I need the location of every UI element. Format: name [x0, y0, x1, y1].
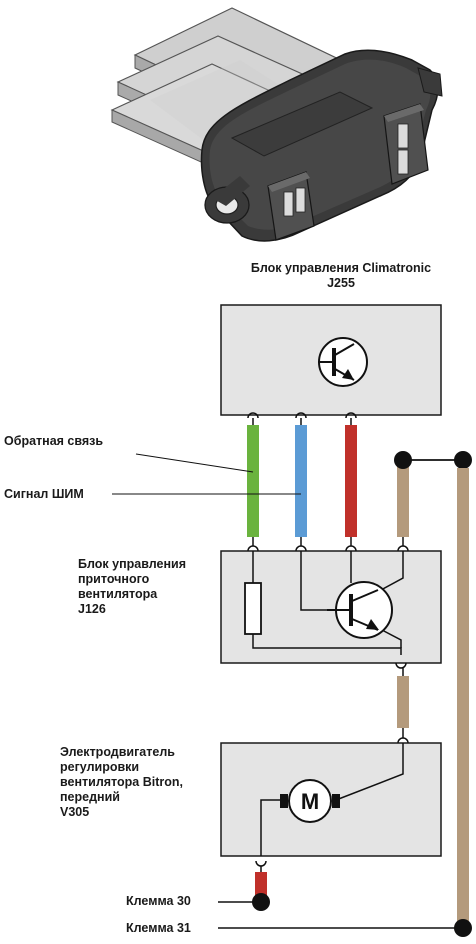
resistor-symbol — [244, 582, 262, 635]
label-v305-line5: V305 — [60, 805, 90, 819]
j126-bottom-pin-arc — [395, 662, 407, 669]
motor-wiring — [260, 743, 404, 856]
label-feedback: Обратная связь — [4, 434, 104, 448]
label-j126-line3: вентилятора — [78, 587, 158, 601]
node-top-left — [394, 451, 412, 469]
label-v305-line4: передний — [60, 790, 120, 804]
j255-title-line2: J255 — [327, 276, 355, 290]
wire-brown-ground — [457, 468, 469, 928]
label-j126-line4: J126 — [78, 602, 106, 616]
wire-red — [345, 418, 357, 546]
j126-internal-wiring — [252, 551, 404, 655]
wire-green — [247, 418, 259, 546]
transistor-symbol-j255 — [318, 337, 368, 387]
v305-bottom-pin-arc — [255, 860, 267, 867]
j255-pin-arcs — [247, 412, 357, 419]
j255-title: Блок управления Climatronic J255 — [222, 261, 460, 291]
node-top-right — [454, 451, 472, 469]
v305-top-pin-arc — [397, 737, 409, 744]
label-terminal-30: Клемма 30 — [126, 894, 191, 908]
component-photo — [110, 7, 443, 242]
motor-symbol-letter: M — [301, 789, 319, 814]
j255-title-line1: Блок управления Climatronic — [250, 261, 432, 275]
label-v305-line2: регулировки — [60, 760, 140, 774]
label-v305-line3: вентилятора Bitron, — [60, 775, 183, 789]
j126-pin-arcs — [247, 545, 409, 552]
leader-feedback — [135, 453, 254, 473]
label-motor-v305: Электродвигатель регулировки вентилятора… — [60, 745, 183, 820]
control-unit-j255-box — [220, 304, 442, 416]
wire-brown-middle — [397, 668, 409, 738]
label-j126-line2: приточного — [78, 572, 150, 586]
label-j126-line1: Блок управления — [78, 557, 186, 571]
label-blower-unit-j126: Блок управления приточного вентилятора J… — [78, 557, 186, 617]
wire-brown-upper — [397, 466, 409, 546]
motor-symbol — [280, 779, 340, 823]
label-pwm-signal: Сигнал ШИМ — [4, 487, 84, 501]
wire-blue — [295, 418, 307, 546]
transistor-symbol-j126 — [327, 581, 393, 639]
label-terminal-31: Клемма 31 — [126, 921, 191, 935]
node-terminal-31 — [454, 919, 472, 937]
label-v305-line1: Электродвигатель — [60, 745, 175, 759]
node-terminal-30 — [252, 893, 270, 911]
